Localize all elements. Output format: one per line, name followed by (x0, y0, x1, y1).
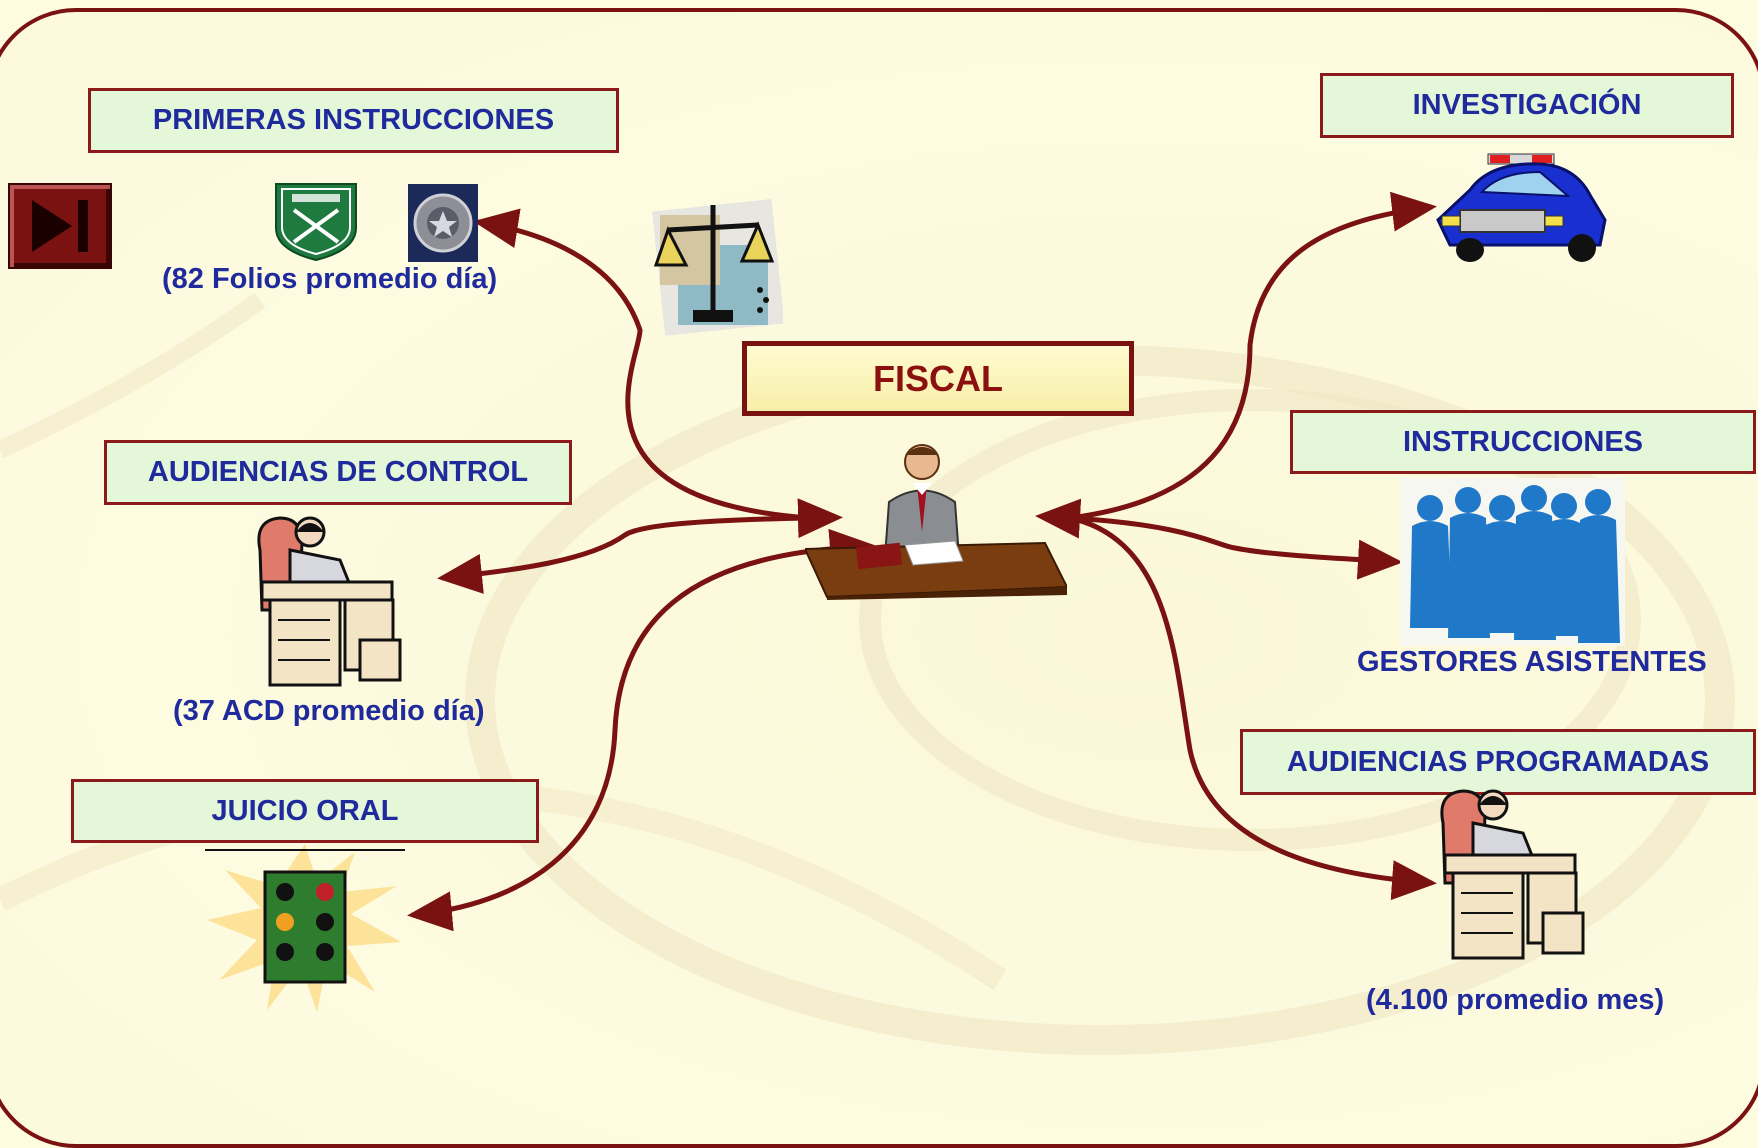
diagram-stage: PRIMERAS INSTRUCCIONES (82 Folios promed… (0, 8, 1758, 1148)
prosecutor-desk-icon (805, 444, 1067, 600)
label-juicio-oral: JUICIO ORAL (71, 779, 539, 843)
police-car-icon (1436, 153, 1607, 262)
caption-primeras: (82 Folios promedio día) (162, 263, 498, 295)
arrow-to-primeras (473, 208, 811, 521)
label-investigacion: INVESTIGACIÓN (1320, 73, 1734, 138)
pdi-badge-icon (408, 184, 478, 262)
people-group-icon (1400, 478, 1625, 646)
play-skip-icon (32, 200, 88, 252)
play-skip-button[interactable] (8, 183, 112, 269)
arrow-to-investigacion (1069, 191, 1437, 521)
judge-desk-icon-2 (1440, 789, 1585, 960)
traffic-light-icon (205, 844, 405, 1012)
caption-gestores-asistentes: GESTORES ASISTENTES (1357, 646, 1707, 678)
caption-audiencias-control: (37 ACD promedio día) (173, 695, 485, 727)
judge-desk-icon (257, 516, 402, 687)
arrow-to-juicio (407, 528, 875, 932)
label-instrucciones: INSTRUCCIONES (1290, 410, 1756, 474)
arrow-to-audiencias-prog (1069, 515, 1437, 901)
label-primeras-instrucciones: PRIMERAS INSTRUCCIONES (88, 88, 619, 153)
caption-audiencias-programadas: (4.100 promedio mes) (1366, 984, 1665, 1016)
connector-arrows (407, 191, 1437, 932)
arrow-audiencias-control (437, 498, 843, 594)
label-audiencias-control: AUDIENCIAS DE CONTROL (104, 440, 572, 505)
justice-scale-icon (652, 199, 783, 336)
arrow-to-instrucciones (1035, 498, 1403, 580)
label-fiscal: FISCAL (742, 341, 1134, 416)
carabineros-badge-icon (275, 183, 357, 262)
